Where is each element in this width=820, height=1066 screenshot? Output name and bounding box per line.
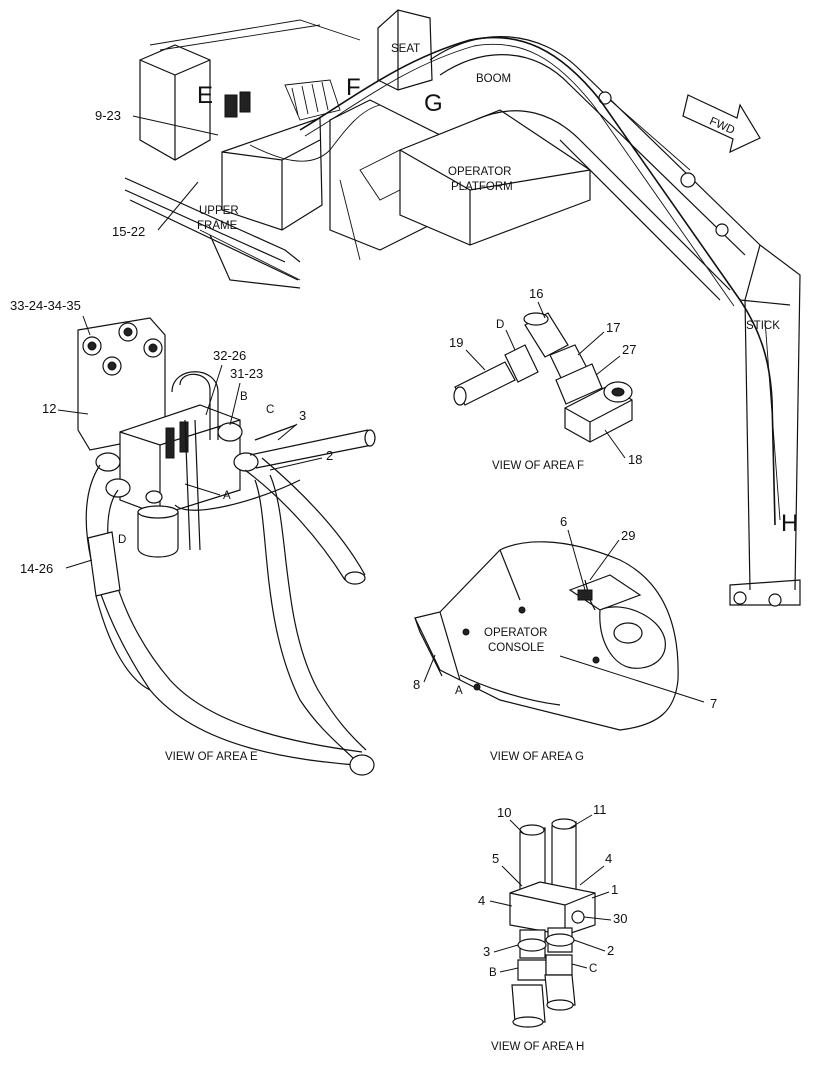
upper-frame-label-1: UPPER	[199, 205, 239, 217]
area-g-caption: VIEW OF AREA G	[490, 751, 584, 763]
seat-label: SEAT	[391, 43, 420, 55]
callout-5: 5	[492, 851, 499, 866]
callout-9-23: 9-23	[95, 108, 121, 123]
operator-platform-label-1: OPERATOR	[448, 166, 511, 178]
callout-31-23: 31-23	[230, 366, 263, 381]
area-letter-f: F	[346, 74, 361, 101]
callout-h-c: C	[589, 963, 597, 975]
callout-h-4-top: 4	[605, 851, 612, 866]
operator-console-label-2: CONSOLE	[488, 642, 545, 654]
area-letter-h: H	[781, 510, 798, 537]
callout-e-b: B	[240, 391, 248, 403]
area-letter-g: G	[424, 90, 443, 117]
area-g-view: OPERATOR CONSOLE 6 29 8 A 7 VIEW OF AREA…	[413, 514, 717, 763]
callout-h-1: 1	[611, 882, 618, 897]
callout-12: 12	[42, 401, 56, 416]
callout-30: 30	[613, 911, 627, 926]
callout-g-a: A	[455, 685, 463, 697]
callout-h-4-left: 4	[478, 893, 485, 908]
callout-18: 18	[628, 452, 642, 467]
callout-11: 11	[593, 802, 607, 817]
operator-console-label-1: OPERATOR	[484, 627, 547, 639]
area-f-view: 16 D 17 19 27 18 VIEW OF AREA F	[449, 286, 642, 472]
callout-e-c: C	[266, 404, 274, 416]
area-e-view: 33-24-34-35 12 32-26 31-23 B C 3 2 A D 1…	[10, 298, 376, 776]
callout-h-3: 3	[483, 944, 490, 959]
callout-32-26: 32-26	[213, 348, 246, 363]
area-letter-e: E	[197, 82, 213, 109]
machine-overview: FWD E F G H SEAT BOOM OPERATOR PLATFORM …	[95, 9, 801, 607]
callout-8: 8	[413, 677, 420, 692]
area-h-view: 10 11 5 4 4 1 30 3 2 B C VIEW OF AREA H	[478, 802, 627, 1053]
callout-27: 27	[622, 342, 636, 357]
area-h-caption: VIEW OF AREA H	[491, 1041, 584, 1053]
callout-19: 19	[449, 335, 463, 350]
callout-e-d: D	[118, 534, 126, 546]
upper-frame-label-2: FRAME	[197, 220, 238, 232]
callout-33-24-34-35: 33-24-34-35	[10, 298, 81, 313]
fwd-arrow-icon: FWD	[682, 94, 761, 154]
callout-15-22: 15-22	[112, 224, 145, 239]
area-f-caption: VIEW OF AREA F	[492, 460, 584, 472]
callout-e-2: 2	[326, 448, 333, 463]
operator-platform-label-2: PLATFORM	[451, 181, 513, 193]
callout-h-b: B	[489, 967, 497, 979]
callout-e-3: 3	[299, 408, 306, 423]
callout-7: 7	[710, 696, 717, 711]
callout-10: 10	[497, 805, 511, 820]
callout-17: 17	[606, 320, 620, 335]
callout-16: 16	[529, 286, 543, 301]
callout-e-a: A	[223, 490, 231, 502]
stick-label: STICK	[746, 320, 780, 332]
area-e-caption: VIEW OF AREA E	[165, 751, 258, 763]
callout-14-26: 14-26	[20, 561, 53, 576]
callout-29: 29	[621, 528, 635, 543]
boom-label: BOOM	[476, 73, 511, 85]
callout-6: 6	[560, 514, 567, 529]
callout-f-d: D	[496, 319, 504, 331]
callout-h-2: 2	[607, 943, 614, 958]
